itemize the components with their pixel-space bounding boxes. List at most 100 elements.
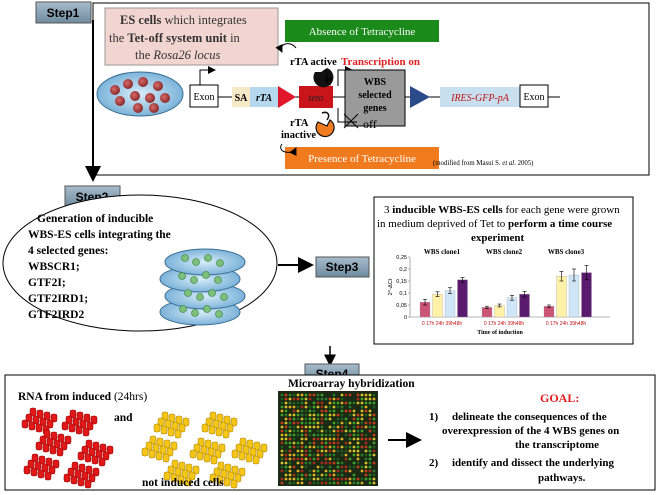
rta-active-label: rTA active <box>290 57 337 68</box>
category-label: 0 17h 24h 39h48h <box>422 321 463 327</box>
goal-1-line-1: delineate the consequences of the <box>452 411 607 423</box>
wbs-label-1: WBS <box>364 77 387 88</box>
y-tick-label: 0,25 <box>396 255 407 261</box>
rta-inactive-shape <box>315 119 335 138</box>
not-induced-label: not induced cells <box>142 477 224 489</box>
y-tick-label: 0,05 <box>396 303 407 309</box>
step2-line-6: GTF2IRD1; <box>28 293 88 305</box>
step2-line-1: Generation of inducible <box>37 213 153 225</box>
presence-label: Presence of Tetracycline <box>308 153 416 165</box>
y-tick-label: 0,1 <box>399 291 407 297</box>
step3-line1: 3 inducible WBS-ES cells for each gene w… <box>384 204 620 216</box>
step2-line-4: WBSCR1; <box>28 261 80 273</box>
y-tick-label: 0,2 <box>399 267 407 273</box>
step2-line-3: 4 selected genes: <box>28 245 108 257</box>
teto-label: teto <box>309 93 324 104</box>
promoter-arrow <box>199 66 216 85</box>
ires-label: IRES-GFP-pA <box>450 93 510 104</box>
svg-text:Step1: Step1 <box>47 6 80 20</box>
step1-label: Step1 <box>35 1 92 24</box>
group-title: WBS clone1 <box>424 248 461 256</box>
cell-cluster-icon <box>61 409 98 437</box>
group-title: WBS clone3 <box>548 248 585 256</box>
rta-inactive-arrow <box>280 143 297 157</box>
not-induced-cells-icons <box>141 411 268 489</box>
rta-label: rTA <box>256 93 272 104</box>
step3-line3: experiment <box>471 232 524 244</box>
wbs-label-3: genes <box>363 103 386 114</box>
y-tick-label: 0 <box>404 315 407 321</box>
bar <box>519 294 530 318</box>
exon-left-label: Exon <box>193 92 214 103</box>
exon-left <box>189 84 219 108</box>
goal-2-line-2: pathways. <box>538 472 586 484</box>
absence-tetracycline-bar <box>285 20 439 42</box>
es-line3: the Rosa26 locus <box>135 48 221 62</box>
cell-cluster-icon <box>77 439 114 467</box>
cell-cluster-icon <box>163 459 200 487</box>
exon-right-label: Exon <box>523 92 544 103</box>
teto-box <box>299 86 333 108</box>
step2-line-5: GTF2I; <box>28 277 66 289</box>
ires-box <box>440 87 520 107</box>
absence-label: Absence of Tetracycline <box>309 26 416 38</box>
blue-arrow-shape <box>410 86 430 108</box>
rta-box <box>250 87 278 107</box>
es-line2: the Tet-off system unit in <box>109 31 241 45</box>
and-label: and <box>114 412 133 424</box>
cell-cluster-icon <box>35 429 72 457</box>
wbs-label-2: selected <box>358 90 392 101</box>
microarray-label: Microarray hybridization <box>288 378 415 390</box>
es-cells-box <box>104 7 279 66</box>
cell-cluster-icon <box>153 411 190 439</box>
es-cells-dish <box>96 71 184 117</box>
off-label: off <box>363 117 377 131</box>
category-label: 0 17h 24h 39h48h <box>484 321 525 327</box>
transcription-on-label: Transcription on <box>341 56 420 68</box>
rta-inactive-label-2: inactive <box>281 130 316 141</box>
induced-cells-icons <box>21 407 114 489</box>
bar <box>543 306 555 318</box>
category-label: 0 17h 24h 39h48h <box>546 321 587 327</box>
goal-label: GOAL: <box>540 391 579 405</box>
bar <box>432 294 443 318</box>
svg-text:Step3: Step3 <box>326 260 359 274</box>
microarray-spots <box>280 393 376 485</box>
citation: (modified from Masui S. et al. 2005) <box>433 160 533 167</box>
step3-label: Step3 <box>315 256 370 278</box>
y-axis-label: 2^-ΔCt <box>388 278 394 295</box>
goal-1-line-3: the transcriptome <box>515 439 599 451</box>
bar <box>506 297 518 318</box>
step2-line-2: WBS-ES cells integrating the <box>28 229 171 241</box>
step3-line2: in medium deprived of Tet to perform a t… <box>377 218 612 230</box>
goal-list: 1) delineate the consequences of the ove… <box>429 411 619 484</box>
sa-label: SA <box>235 93 249 104</box>
step2-line-7: GTF2IRD2 <box>28 309 84 321</box>
presence-tetracycline-bar <box>285 147 439 169</box>
cell-cluster-icon <box>189 437 226 465</box>
goal-2-line-1: identify and dissect the underlying <box>452 457 614 469</box>
cell-cluster-icon <box>21 407 58 435</box>
bar <box>457 279 468 318</box>
step2-text: Generation of inducible WBS-ES cells int… <box>28 213 171 321</box>
es-dishes-stack <box>159 248 246 326</box>
binding-arrow <box>323 69 332 86</box>
goal-2-number: 2) <box>429 457 439 469</box>
goal-1-line-2: overexpression of the 4 WBS genes on <box>442 425 619 437</box>
sa-box <box>232 87 250 107</box>
cell-cluster-icon <box>141 435 178 463</box>
rna-label: RNA from induced (24hrs) <box>18 391 147 403</box>
cell-cluster-icon <box>201 411 238 439</box>
cell-cluster-icon <box>23 453 60 481</box>
cell-cluster-icon <box>231 437 268 465</box>
red-arrow-shape <box>278 86 296 108</box>
goal-1-number: 1) <box>429 411 439 423</box>
step3-panel <box>373 196 634 345</box>
es-line1: ES cells which integrates <box>120 13 247 27</box>
bar <box>444 290 456 318</box>
bar <box>556 276 567 318</box>
cell-cluster-icon <box>209 461 246 489</box>
rta-inactive-label-1: rTA <box>290 118 309 129</box>
